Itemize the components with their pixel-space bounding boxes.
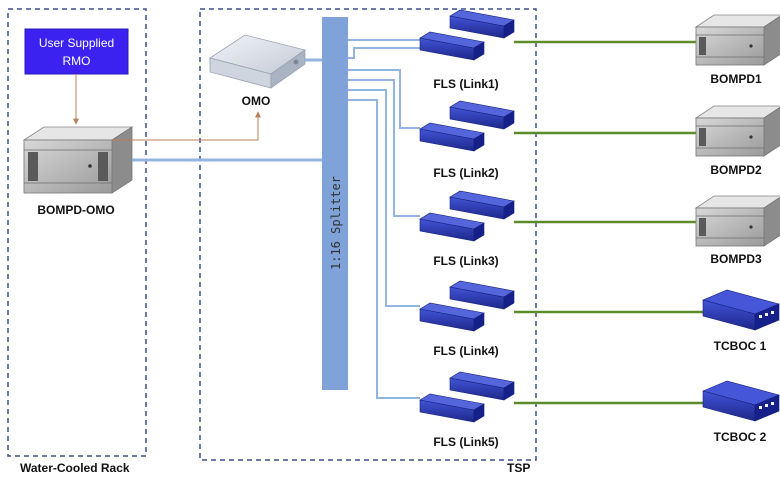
bompd-to-omo-rf-line xyxy=(112,111,261,141)
splitter-label: 1:16 Splitter xyxy=(329,176,343,270)
rmo-box xyxy=(24,28,129,75)
omo-label: OMO xyxy=(242,94,271,108)
rmo-label-line1: User Supplied xyxy=(39,36,114,50)
fls-label-1: FLS (Link1) xyxy=(433,77,498,91)
tcboc2-receiver-icon xyxy=(702,380,780,422)
bompd1-chassis-icon xyxy=(694,14,780,66)
fls-label-3: FLS (Link3) xyxy=(433,254,498,268)
fls-label-5: FLS (Link5) xyxy=(433,435,498,449)
omo-laser-icon xyxy=(209,34,306,89)
endpoint-label-5: TCBOC 2 xyxy=(714,430,767,444)
bompd3-chassis-icon xyxy=(694,195,780,247)
fls-label-2: FLS (Link2) xyxy=(433,166,498,180)
endpoint-label-3: BOMPD3 xyxy=(710,252,762,266)
tsp-label: TSP xyxy=(507,461,530,475)
tsp-border xyxy=(199,8,537,461)
water-cooled-rack-border xyxy=(7,8,147,457)
fls-device-2 xyxy=(419,100,515,152)
rmo-label-line2: RMO xyxy=(63,54,91,68)
tcboc1-receiver-icon xyxy=(702,289,780,331)
endpoint-label-4: TCBOC 1 xyxy=(714,339,767,353)
fls-device-1 xyxy=(419,9,515,61)
fls-device-5 xyxy=(419,371,515,423)
bompd-omo-chassis-icon xyxy=(22,126,134,194)
bompd-omo-label: BOMPD-OMO xyxy=(37,203,114,217)
fls-device-3 xyxy=(419,190,515,242)
fls-label-4: FLS (Link4) xyxy=(433,344,498,358)
endpoint-label-1: BOMPD1 xyxy=(710,72,762,86)
splitter-fiber-bundle xyxy=(348,39,420,399)
endpoint-label-2: BOMPD2 xyxy=(710,163,762,177)
fls-device-4 xyxy=(419,280,515,332)
splitter-bar xyxy=(322,17,348,390)
rack-label: Water-Cooled Rack xyxy=(20,461,130,475)
bompd2-chassis-icon xyxy=(694,105,780,157)
